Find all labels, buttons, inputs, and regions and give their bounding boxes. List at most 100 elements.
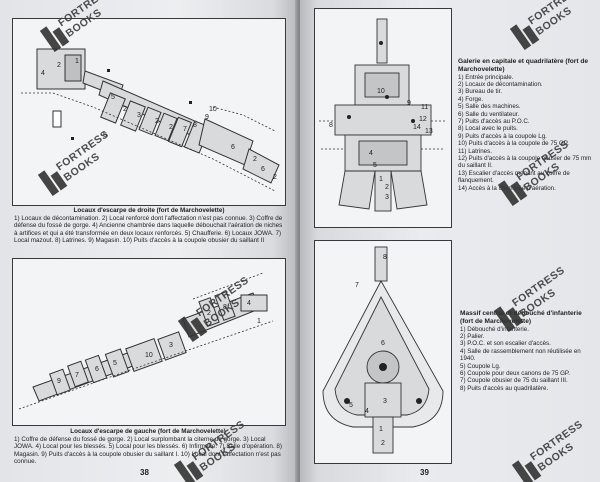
watermark: FORTRESS BOOKS	[507, 0, 583, 55]
plan-room-number: 2	[169, 124, 173, 131]
plan-room-number: 2	[57, 62, 61, 69]
legend-item: 7) Coupole obusier de 75 du saillant III…	[460, 377, 568, 385]
watermark-icon	[497, 180, 528, 207]
legend-item: 4) Salle de rassemblement non réutilisée…	[460, 347, 581, 363]
watermark: FORTRESS BOOKS	[35, 128, 111, 201]
plan-room-number: 13	[425, 128, 433, 135]
legend-list: 1) Débouché d'infanterie.2) Palier.3) P.…	[460, 326, 594, 393]
plan-room-number: 1	[379, 176, 383, 183]
plan-room-number: 1	[379, 426, 383, 433]
plan-escarpe-gauche: 9 7 6 5 10 3 2 8 4 1	[12, 258, 286, 426]
watermark-icon	[177, 316, 208, 343]
plan-room-number: 9	[407, 100, 411, 107]
legend-item: 9) Puits d'accès à la coupole Lg.	[458, 132, 547, 140]
plan-room-number: 12	[419, 116, 427, 123]
caption-escarpe-droite: Locaux d'escarpe de droite (fort de Marc…	[14, 207, 284, 245]
plan-room-number: 9	[57, 378, 61, 385]
watermark: FORTRESS BOOKS	[37, 0, 113, 57]
watermark: FORTRESS BOOKS	[171, 418, 247, 482]
legend-title: Galerie en capitale et quadrilatère (for…	[458, 58, 589, 73]
watermark: FORTRESS BOOKS	[509, 418, 585, 482]
caption-body: 1) Coffre de défense du fossé de gorge. …	[14, 435, 283, 466]
caption-body: 1) Locaux de décontamination. 2) Local r…	[14, 214, 283, 245]
plan-room-number: 2	[381, 440, 385, 447]
plan-room-number: 5	[373, 162, 377, 169]
plan-room-number: 5	[111, 94, 115, 101]
plan-room-number: 3	[137, 112, 141, 119]
caption-escarpe-gauche: Locaux d'escarpe de gauche (fort de Marc…	[14, 428, 282, 466]
book-gutter	[295, 0, 303, 482]
plan-room-number: 5	[113, 360, 117, 367]
watermark: FORTRESS BOOKS	[175, 274, 251, 347]
plan-room-number: 3	[383, 398, 387, 405]
caption-title: Locaux d'escarpe de droite (fort de Marc…	[73, 207, 225, 214]
plan-room-number: 10	[377, 88, 385, 95]
legend-item: 8) Puits d'accès au quadrilatère.	[460, 384, 549, 392]
legend-item: 5) Coupole Lg.	[460, 362, 501, 370]
plan-room-number: 5	[103, 132, 107, 139]
plan-room-number: 2	[123, 106, 127, 113]
plan-room-number: 2	[207, 310, 211, 317]
plan-room-number: 7	[75, 372, 79, 379]
plan-room-number: 10	[209, 106, 217, 113]
plan-room-number: 2	[385, 184, 389, 191]
legend-item: 6) Salle du ventilateur.	[458, 110, 520, 118]
plan-room-number: 4	[369, 150, 373, 157]
plan-room-number: 6	[381, 340, 385, 347]
legend-item: 13) Escalier d'accès menant au coffre de…	[458, 169, 570, 185]
legend-item: 4) Forge.	[458, 95, 484, 103]
plan-room-number: 4	[41, 70, 45, 77]
legend-item: 2) Palier.	[460, 333, 485, 340]
plan-room-number: 8	[193, 122, 197, 129]
legend-item: 12) Puits d'accès à la coupole obusier d…	[458, 155, 592, 170]
watermark: FORTRESS BOOKS	[495, 138, 571, 211]
legend-item: 7) Puits d'accès au P.O.C.	[458, 118, 530, 126]
legend-item: 11) Latrines.	[458, 147, 492, 155]
plan-room-number: 8	[383, 254, 387, 261]
plan-room-number: 4	[247, 300, 251, 307]
caption-title: Locaux d'escarpe de gauche (fort de Marc…	[70, 428, 226, 435]
watermark-icon	[173, 460, 204, 482]
watermark-icon	[493, 306, 524, 333]
plan-room-number: 14	[413, 124, 421, 131]
watermark: FORTRESS BOOKS	[491, 264, 567, 337]
legend-item: 5) Salle des machines.	[458, 103, 521, 111]
page-number: 38	[140, 468, 149, 477]
plan-escarpe-gauche-drawing: 9 7 6 5 10 3 2 8 4 1	[18, 272, 274, 410]
legend-item: 3) P.O.C. et son escalier d'accès.	[460, 340, 551, 348]
watermark-icon	[509, 24, 540, 51]
plan-room-number: 3	[169, 342, 173, 349]
plan-room-number: 3	[385, 194, 389, 201]
plan-room-number: 1	[75, 58, 79, 65]
plan-room-number: 11	[421, 104, 428, 111]
plan-room-number: 6	[95, 366, 99, 373]
plan-room-number: 9	[205, 114, 209, 121]
plan-room-number: 7	[183, 126, 187, 133]
watermark-icon	[511, 460, 542, 482]
plan-room-number: 1	[257, 318, 261, 325]
watermark-icon	[37, 170, 68, 197]
plan-room-number: 5	[349, 402, 353, 409]
legend-title: Massif central et débouché d'infanterie …	[460, 310, 582, 325]
plan-room-number: 6	[231, 144, 235, 151]
plan-room-number: 2	[273, 174, 277, 181]
plan-room-number: 2	[155, 118, 159, 125]
watermark-icon	[39, 26, 70, 53]
legend-item: 8) Local avec le puits.	[458, 125, 518, 133]
legend-item: 6) Coupole pour deux canons de 75 GP.	[460, 370, 570, 378]
plan-room-number: 10	[145, 352, 153, 359]
legend-item: 1) Débouché d'infanterie.	[460, 325, 529, 333]
plan-room-number: 6	[261, 166, 265, 173]
plan-room-number: 7	[355, 282, 359, 289]
plan-room-number: 8	[223, 304, 227, 311]
legend-item: 1) Entrée principale.	[458, 73, 514, 81]
page-number: 39	[420, 468, 429, 477]
